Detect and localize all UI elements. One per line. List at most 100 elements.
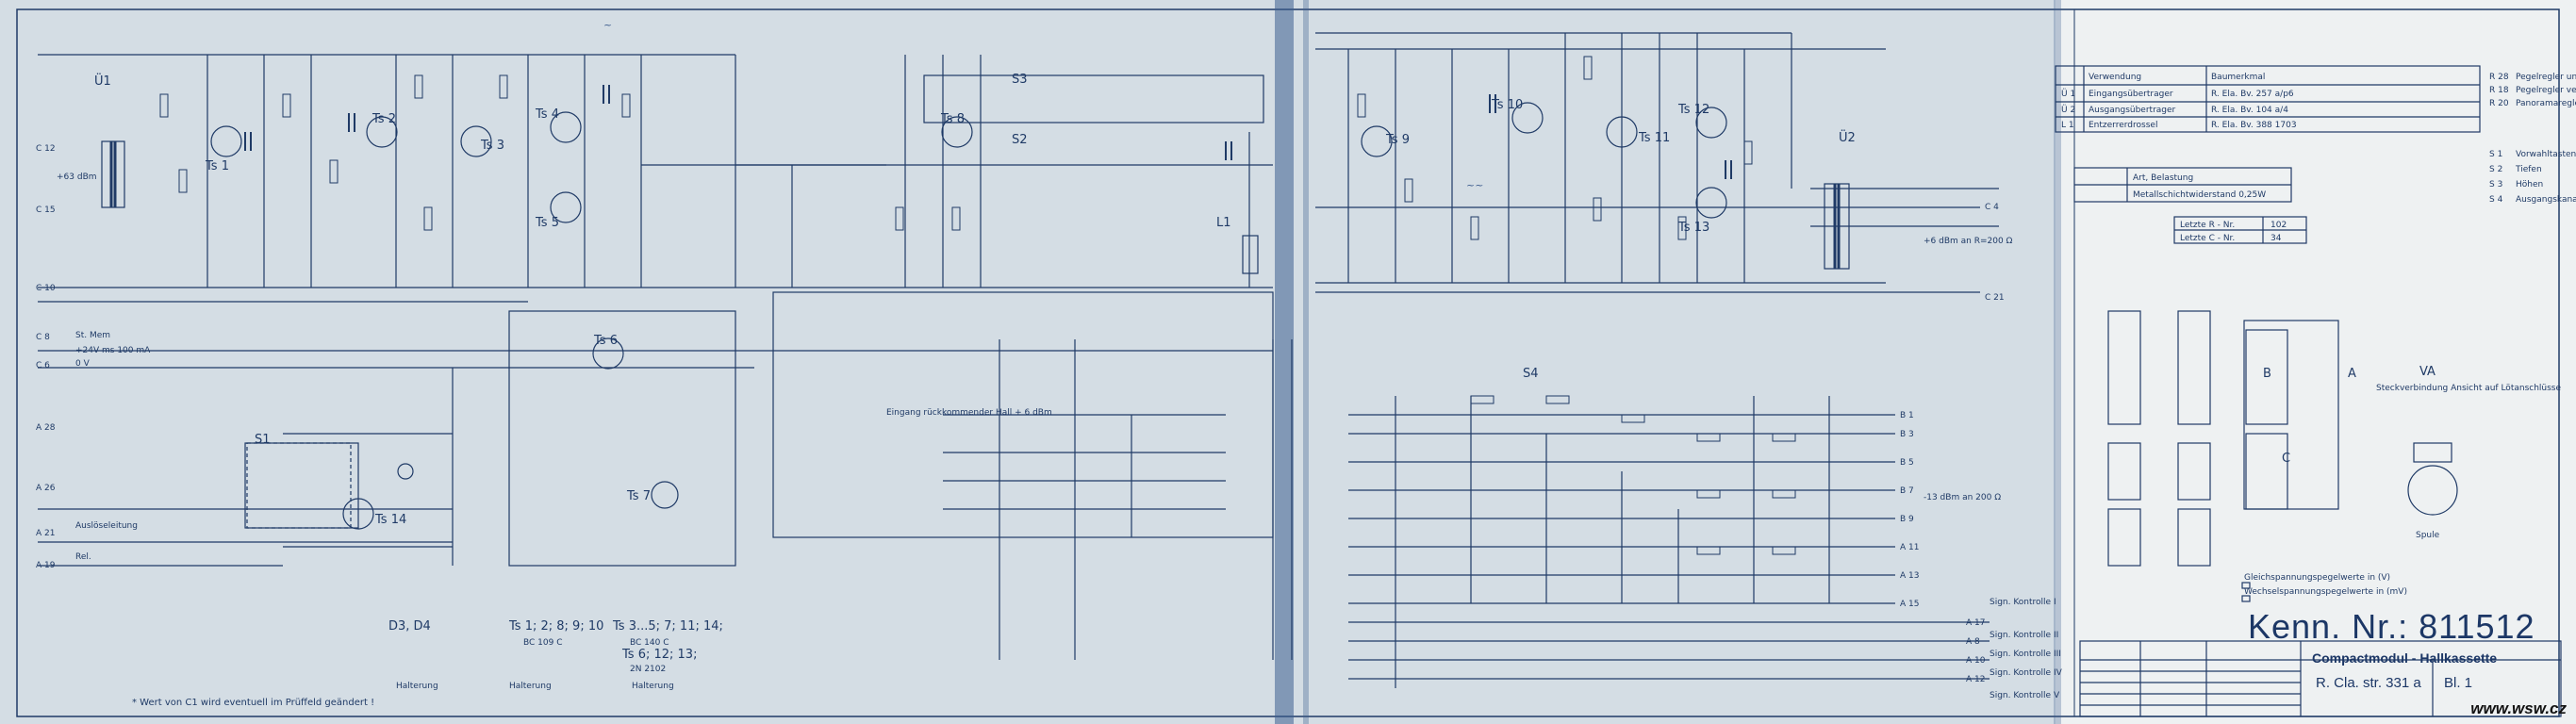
legend-symbol: R 28 — [2489, 73, 2509, 82]
connector-a-label: A — [2348, 367, 2356, 381]
pin-label: A 11 — [1900, 543, 1919, 552]
legend-text: Panoramaregler — [2516, 99, 2576, 108]
pin-label: A 19 — [36, 561, 56, 570]
input-label: Eingang rückkommender Hall + 6 dBm — [886, 408, 1052, 418]
halterung-label: Halterung — [396, 682, 438, 691]
switch-label: S1 — [255, 433, 271, 447]
ts-group-type: 2N 2102 — [630, 665, 666, 674]
level-label: +24V ms 100 mA — [75, 346, 151, 355]
left-pins: C 12 C 15 C 10 C 8 C 6 A 28 A 26 A 21 A … — [36, 144, 151, 570]
resistor-legend-header: Art, Belastung — [2133, 173, 2193, 183]
legend-text: Tiefen — [2515, 165, 2542, 174]
ts-group-type: BC 140 C — [630, 638, 669, 648]
transistor-label: Ts 13 — [1677, 221, 1709, 235]
output-label: +6 dBm an R=200 Ω — [1924, 237, 2013, 246]
switch-label: S2 — [1012, 133, 1028, 147]
letzte-label: Letzte C - Nr. — [2180, 234, 2235, 243]
transistor-label: Ts 7 — [626, 489, 651, 503]
switch-label: S4 — [1523, 367, 1539, 381]
kenn-nr: Kenn. Nr.: 811512 — [2248, 607, 2535, 646]
sign-label: Sign. Kontrolle IV — [1990, 668, 2063, 678]
transistor-label: Ts 6 — [593, 334, 618, 348]
letzte-value: 102 — [2271, 221, 2287, 230]
va-subtitle: Steckverbindung Ansicht auf Lötanschlüss… — [2376, 384, 2561, 393]
transistor-labels: Ts 1 Ts 2 Ts 3 Ts 4 Ts 5 Ts 6 Ts 7 Ts 8 … — [94, 73, 1856, 527]
parts-use: Eingangsübertrager — [2089, 90, 2173, 99]
handwritten-note: ~ — [603, 19, 612, 31]
legend-text: Pegelregler verhallt — [2516, 86, 2576, 95]
transistor-label: Ts 1 — [205, 159, 229, 173]
level-label: St. Mem — [75, 331, 110, 340]
pin-label: A 13 — [1900, 571, 1919, 581]
ts-group-label: Ts 1; 2; 8; 9; 10 — [508, 619, 603, 634]
parts-ref: Ü 1 — [2061, 89, 2075, 99]
pin-label: B 9 — [1900, 515, 1914, 524]
signal-control-labels: Sign. Kontrolle I Sign. Kontrolle II Sig… — [1990, 598, 2063, 700]
legend-text: Ausgangskanalwahl — [2516, 195, 2576, 205]
spule-label: Spule — [2416, 531, 2440, 540]
pin-label: A 10 — [1966, 656, 1986, 666]
watermark: www.wsw.cz — [2470, 699, 2567, 717]
pin-label: B 5 — [1900, 458, 1914, 468]
transistor-label: Ts 9 — [1385, 133, 1410, 147]
legend-symbol: S 2 — [2489, 165, 2502, 174]
fold-line — [1275, 0, 1294, 724]
pin-label: C 8 — [36, 333, 50, 342]
legend-dc: Gleichspannungspegelwerte in (V) — [2244, 573, 2390, 583]
pin-label: C 12 — [36, 144, 56, 154]
ts-group-type: BC 109 C — [523, 638, 562, 648]
control-legend: R 28 Pegelregler unverhallt R 18 Pegelre… — [2489, 73, 2576, 205]
level-label: Auslöseleitung — [75, 521, 138, 531]
parts-ref: Ü 2 — [2061, 105, 2075, 115]
pin-label: C 4 — [1985, 203, 1999, 212]
parts-use: Ausgangsübertrager — [2089, 106, 2176, 115]
legend-symbol: S 3 — [2489, 180, 2502, 189]
transformer-label: Ü2 — [1839, 129, 1856, 145]
transistor-label: Ts 4 — [535, 107, 559, 122]
parts-use: Entzerrerdrossel — [2089, 121, 2157, 130]
inductor-label: L1 — [1216, 216, 1231, 230]
sign-label: Sign. Kontrolle I — [1990, 598, 2056, 607]
pin-label: A 26 — [36, 484, 56, 493]
pin-label: B 7 — [1900, 486, 1914, 496]
module-title: Compactmodul - Hallkassette — [2312, 650, 2498, 666]
pin-label: A 28 — [36, 423, 56, 433]
pin-label: C 21 — [1985, 293, 2005, 303]
pin-label: C 15 — [36, 206, 56, 215]
pin-label: A 12 — [1966, 675, 1985, 684]
parts-table: Verwendung Baumerkmal Ü 1 Eingangsübertr… — [2061, 73, 2297, 130]
va-title: VA — [2419, 365, 2436, 379]
resistor-legend-row: Metallschichtwiderstand 0,25W — [2133, 190, 2266, 200]
pin-label: A 21 — [36, 529, 55, 538]
parts-ref: L 1 — [2061, 121, 2074, 130]
transistor-label: Ts 5 — [535, 216, 559, 230]
sign-label: Sign. Kontrolle V — [1990, 691, 2060, 700]
sign-label: Sign. Kontrolle III — [1990, 650, 2061, 659]
legend-symbol: R 20 — [2489, 99, 2509, 108]
halterung-label: Halterung — [632, 682, 674, 691]
halterung-label: Halterung — [509, 682, 552, 691]
drawing-reference: R. Cla. str. 331 a — [2316, 675, 2421, 691]
transistor-label: Ts 11 — [1638, 131, 1670, 145]
right-pins: C 4 C 21 B 1 B 3 B 5 B 7 B 9 A 11 A 13 A… — [1900, 203, 2005, 684]
output-label: -13 dBm an 200 Ω — [1924, 493, 2001, 502]
pin-label: B 1 — [1900, 411, 1914, 420]
parts-code: R. Ela. Bv. 104 a/4 — [2211, 106, 2288, 115]
sheet-number: Bl. 1 — [2444, 675, 2473, 691]
letzte-label: Letzte R - Nr. — [2180, 221, 2235, 230]
legend-symbol: S 4 — [2489, 195, 2503, 205]
level-label: Rel. — [75, 552, 91, 562]
pin-label: A 17 — [1966, 618, 1985, 628]
handwritten-note: ~~ — [1466, 179, 1483, 191]
letzte-value: 34 — [2271, 234, 2282, 243]
pin-label: C 10 — [36, 284, 56, 293]
diode-group-label: D3, D4 — [388, 619, 431, 634]
legend-text: Höhen — [2516, 180, 2543, 189]
transistor-label: Ts 2 — [372, 112, 396, 126]
pin-label: C 6 — [36, 361, 50, 370]
transistor-label: Ts 8 — [940, 112, 965, 126]
legend-symbol: R 18 — [2489, 86, 2509, 95]
connector-b-label: B — [2263, 367, 2271, 381]
pin-label: A 15 — [1900, 600, 1919, 609]
